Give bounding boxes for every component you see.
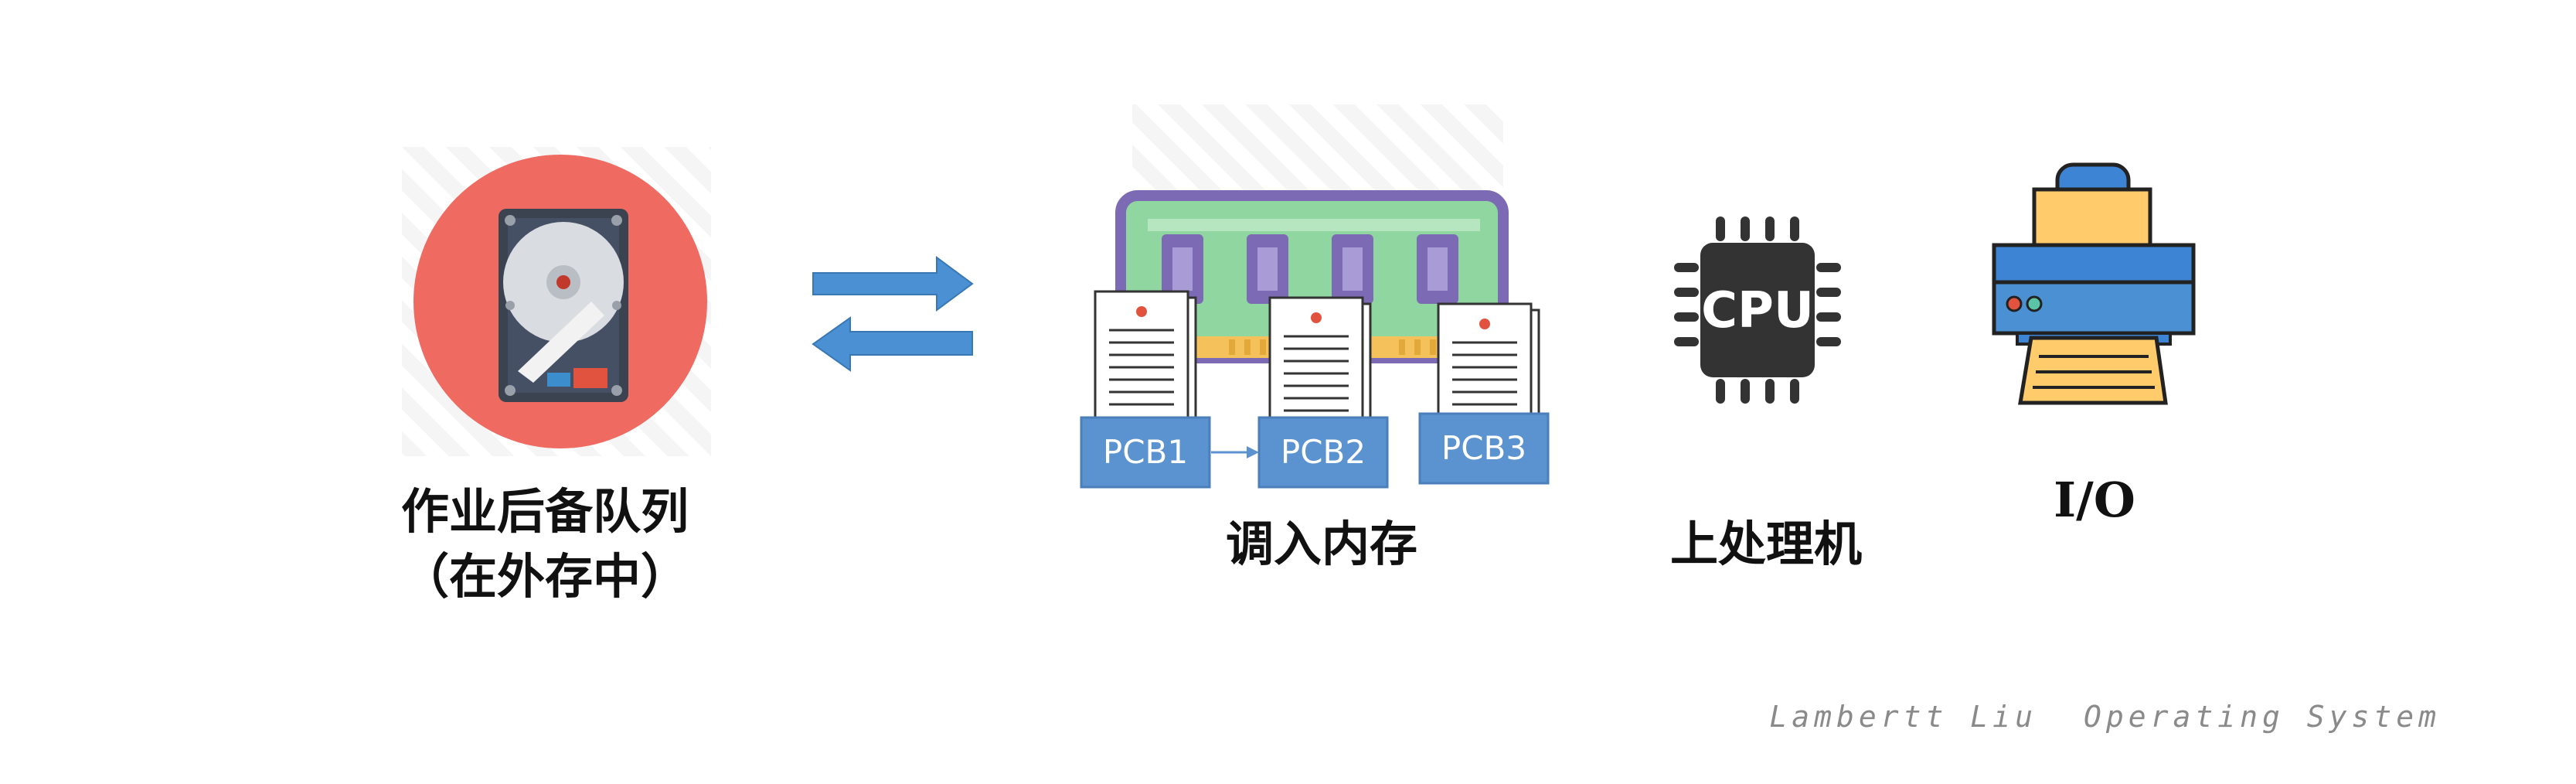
pcb-block-1 [1080, 416, 1211, 489]
backup-queue-label-line1: 作业后备队列 [400, 483, 689, 540]
document-icon [1268, 296, 1372, 437]
document-icon [1094, 290, 1197, 431]
backup-queue-label-line2: （在外存中） [400, 548, 689, 605]
pcb-block-3-label: PCB3 [1441, 429, 1526, 467]
cpu-chip-icon: CPU [1674, 216, 1841, 404]
pcb-block-2-label: PCB2 [1281, 433, 1366, 471]
backup-queue-label: 作业后备队列 （在外存中） [363, 479, 727, 609]
transfer-arrows-icon [812, 256, 974, 372]
pcb-block-3 [1418, 412, 1550, 485]
footer-author: Lambertt Liu [1769, 700, 2037, 734]
footer: Lambertt Liu Operating System [1769, 700, 2441, 734]
on-processor-label: 上处理机 [1669, 516, 1862, 572]
pcb-block-2 [1257, 416, 1389, 489]
pcb-block-1-label: PCB1 [1103, 433, 1188, 471]
load-memory-label: 调入内存 [1225, 516, 1417, 572]
hard-disk-icon [402, 147, 711, 456]
cpu-chip-label: CPU [1701, 282, 1814, 339]
ram-module-icon: PCB1 PCB2 PCB3 [1080, 104, 1550, 489]
footer-course: Operating System [2083, 700, 2441, 734]
io-label: I/O [2054, 472, 2135, 528]
printer-icon [1992, 162, 2196, 405]
